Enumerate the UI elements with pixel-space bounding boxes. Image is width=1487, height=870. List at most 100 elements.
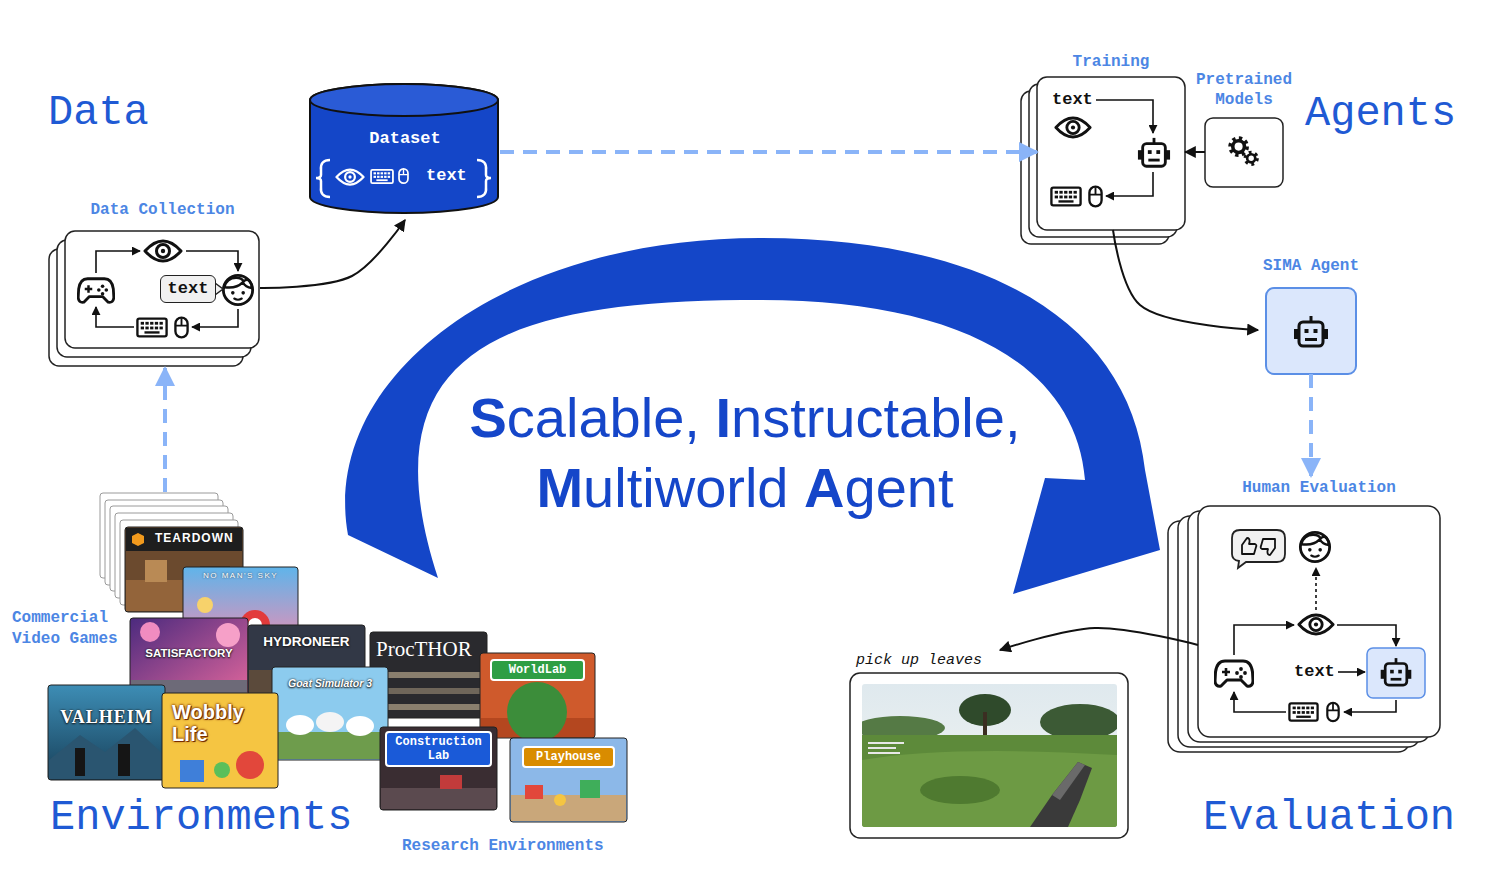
game-thumbnail: VALHEIM	[48, 685, 165, 780]
game-title: TEARDOWN	[155, 531, 234, 545]
title-initial: A	[804, 456, 844, 519]
title-rest: nstructable,	[731, 386, 1021, 449]
gamepad-icon	[1215, 661, 1253, 686]
game-thumbnail	[75, 748, 85, 776]
section-label: Data	[48, 92, 149, 134]
node-title: Dataset	[310, 128, 500, 150]
keyboard-icon	[1289, 703, 1317, 720]
loop-arrow	[1096, 100, 1153, 133]
brace-symbol	[477, 160, 491, 197]
game-screenshot	[1052, 762, 1085, 800]
game-thumbnail	[140, 622, 160, 642]
game-screenshot	[1040, 704, 1117, 740]
game-thumbnail	[145, 560, 167, 582]
box-heading: Human Evaluation	[1198, 478, 1440, 498]
title-rest: calable,	[507, 386, 716, 449]
pretrained-models-box	[1205, 118, 1283, 187]
game-screenshot	[920, 776, 1000, 804]
eye-icon	[1299, 615, 1333, 634]
group-label: Research Environments	[402, 836, 604, 856]
robot-icon	[1294, 316, 1328, 346]
loop-arrow	[1344, 700, 1396, 712]
game-thumbnail	[214, 762, 230, 778]
game-thumbnail	[510, 738, 627, 822]
environment-tag: Construction Lab	[385, 731, 492, 767]
feedback-bubble	[1232, 530, 1285, 568]
game-thumbnail	[346, 716, 374, 736]
game-thumbnail	[49, 728, 164, 779]
modality-text: text	[1294, 662, 1335, 682]
game-thumbnail	[381, 788, 496, 809]
loop-arrow	[192, 309, 238, 327]
box-heading: Training	[1037, 52, 1185, 72]
game-thumbnail	[525, 785, 543, 799]
bubble-tail	[215, 283, 223, 295]
loop-arrow	[1106, 172, 1153, 196]
thumb-down-icon	[1261, 539, 1275, 555]
title-word: Scalable,	[470, 386, 716, 449]
title-word: Agent	[804, 456, 953, 519]
game-thumbnail: WorldLab	[480, 653, 595, 738]
loop-arrow	[1234, 692, 1286, 712]
face-icon	[1300, 532, 1329, 561]
loop-arrow	[96, 307, 134, 327]
game-thumbnail: SATISFACTORY	[130, 618, 248, 698]
mouse-icon	[175, 318, 187, 338]
game-title: ProcTHOR	[376, 637, 472, 662]
title-word: Multiworld	[536, 456, 804, 519]
game-thumbnail: Goat Simulator 3	[272, 667, 388, 760]
pretrained-models-box	[1205, 118, 1283, 187]
dashed-flow-arrow	[163, 368, 167, 492]
sima-agent-box	[1266, 288, 1356, 374]
game-thumbnail	[580, 780, 600, 798]
agent-box	[1367, 648, 1425, 698]
keyboard-icon	[137, 319, 166, 337]
brace-symbol	[316, 160, 330, 197]
game-thumbnail	[316, 712, 344, 732]
human-evaluation-icons	[1215, 530, 1425, 721]
human-evaluation-cards	[1168, 506, 1440, 752]
game-screenshot	[868, 742, 904, 744]
group-label: Commercial Video Games	[12, 608, 127, 650]
game-thumbnail	[118, 744, 130, 776]
game-thumbnail	[273, 732, 387, 759]
game-thumbnail: Wobbly Life	[162, 693, 278, 788]
box-heading: Pretrained Models	[1175, 70, 1313, 110]
diagram-title: Scalable, Instructable, Multiworld Agent	[435, 383, 1055, 523]
game-screenshot	[862, 751, 1117, 827]
instruction-caption: pick up leaves	[856, 652, 982, 670]
section-label: Agents	[1305, 93, 1456, 135]
game-title: Wobbly Life	[172, 701, 252, 745]
dataset-cylinder	[310, 84, 498, 213]
game-thumbnail: ProcTHOR	[370, 632, 487, 718]
game-thumbnail	[216, 623, 240, 647]
mouse-icon	[1327, 703, 1338, 721]
text-bubble: text	[160, 275, 216, 303]
title-rest: gent	[845, 456, 954, 519]
loop-arrow	[186, 251, 238, 271]
gamepad-icon	[78, 279, 114, 303]
game-thumbnail	[236, 751, 264, 779]
game-thumbnail	[180, 760, 204, 782]
environment-tag: Playhouse	[522, 746, 615, 768]
game-thumbnail	[48, 685, 165, 780]
flow-arrow	[1000, 628, 1198, 650]
game-title: Goat Simulator 3	[272, 677, 388, 689]
game-thumbnail	[48, 685, 165, 780]
screenshot-frame: pick up leaves	[850, 650, 1128, 838]
dashed-flow-arrow	[1309, 374, 1313, 476]
game-thumbnail	[272, 667, 388, 760]
game-thumbnail	[286, 715, 314, 735]
pretrained-models-box: Pretrained Models	[1205, 118, 1283, 187]
keyboard-icon	[1051, 188, 1080, 206]
game-screenshot	[1030, 762, 1092, 827]
robot-icon	[1381, 658, 1412, 685]
box-heading: SIMA Agent	[1258, 256, 1364, 276]
flow-arrow	[1185, 151, 1205, 153]
data-collection-box: Data Collectiontext	[48, 200, 260, 368]
game-screenshot	[862, 684, 1117, 827]
game-thumbnail	[376, 704, 481, 710]
title-word: Instructable,	[715, 386, 1020, 449]
game-title: SATISFACTORY	[130, 647, 248, 659]
